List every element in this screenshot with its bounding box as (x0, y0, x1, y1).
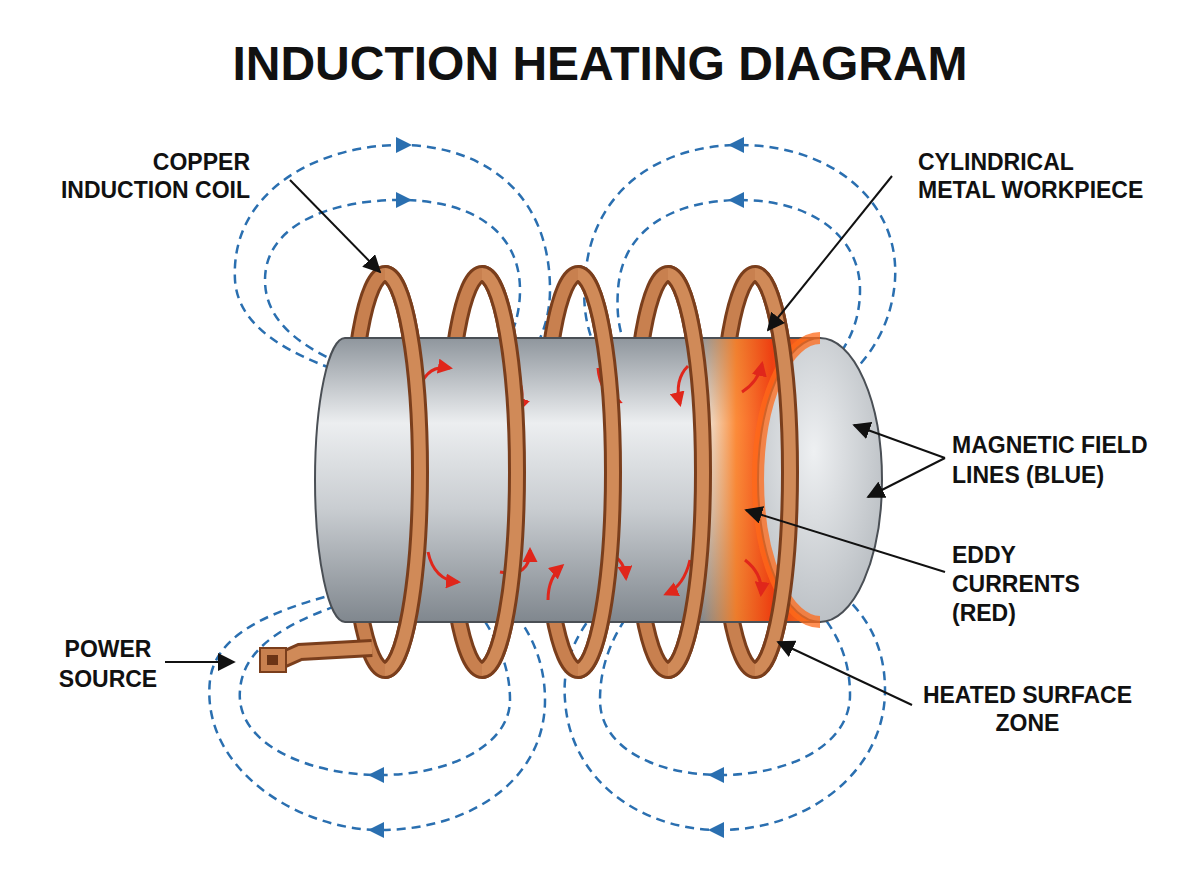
coil-strand-edge (578, 274, 613, 670)
coil-strand-edge (755, 274, 790, 670)
eddy-arrow (428, 552, 458, 582)
coil-terminal-hole (267, 655, 278, 665)
field-arrow (708, 767, 724, 783)
eddy-arrow (548, 566, 562, 600)
callout-label: EDDY CURRENTS (RED) (952, 541, 1092, 628)
field-lines (209, 145, 895, 830)
field-arrow (368, 822, 384, 838)
diagram-title: INDUCTION HEATING DIAGRAM (100, 34, 1100, 94)
eddy-arrow (745, 560, 761, 594)
coil-terminal (260, 648, 286, 672)
workpiece-body (315, 338, 820, 622)
leader-lines (165, 176, 945, 705)
callout-label: COPPER INDUCTION COIL (50, 148, 250, 204)
coil-strand-edge (482, 274, 517, 670)
callout-label: HEATED SURFACE ZONE (915, 681, 1140, 737)
coil-strand-edge (668, 274, 703, 670)
coil-front (282, 274, 790, 670)
coil-strand (578, 274, 613, 670)
field-arrow (396, 137, 412, 153)
eddy-arrow (742, 364, 762, 392)
coil-strand-edge (385, 274, 420, 670)
callout-label: POWER SOURCE (50, 634, 166, 694)
coil-lead-edge (282, 648, 372, 660)
leader-line (746, 510, 945, 572)
leader-line (868, 458, 945, 497)
field-arrow (728, 137, 744, 153)
leader-line (768, 176, 892, 330)
callout-label: CYLINDRICAL METAL WORKPIECE (918, 148, 1153, 204)
eddy-arrow (666, 560, 690, 594)
leader-line (290, 180, 380, 272)
coil-strand (385, 274, 420, 670)
coil-strand (755, 274, 790, 670)
field-arrow (368, 767, 384, 783)
field-arrow (708, 822, 724, 838)
coil-lead (282, 648, 372, 660)
coil-strand (482, 274, 517, 670)
field-arrow (396, 192, 412, 208)
leader-line (165, 661, 234, 663)
field-arrow (728, 192, 744, 208)
leader-line (854, 425, 945, 458)
coil-strand (668, 274, 703, 670)
callout-label: MAGNETIC FIELD LINES (BLUE) (952, 430, 1162, 490)
leader-line (778, 642, 912, 705)
eddy-arrow (678, 366, 688, 404)
